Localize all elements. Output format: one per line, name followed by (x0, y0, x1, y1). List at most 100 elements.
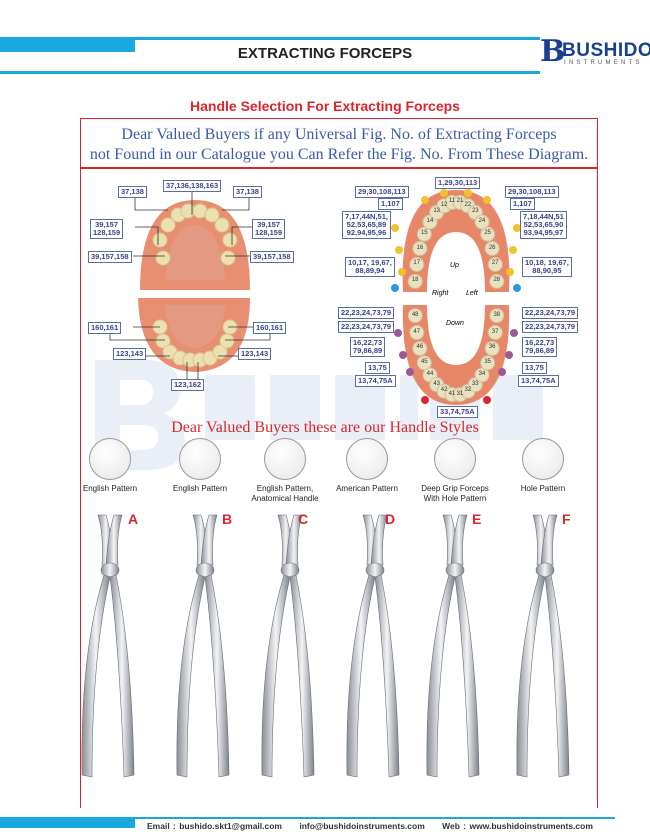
handle-style-label: English Pattern (82, 484, 138, 493)
fig-label: 160,161 (253, 322, 287, 334)
indicator-dot (483, 396, 491, 404)
section-title: Handle Selection For Extracting Forceps (190, 98, 460, 114)
fig-label: 33,74,75A (437, 406, 478, 418)
tooth (212, 344, 228, 360)
tooth-number: 48 (411, 311, 419, 318)
handle-style-american: American Pattern (322, 438, 412, 494)
forceps-label-e: E (472, 511, 482, 527)
indicator-dot (483, 196, 491, 204)
tooth (412, 340, 428, 356)
fig-label: 16,22,73 79,86,89 (522, 337, 558, 357)
indicator-dot (395, 246, 403, 254)
tooth-number: 26 (488, 244, 496, 251)
tooth (489, 273, 505, 289)
tooth-number: 33 (471, 380, 479, 387)
handle-style-label: English Pattern (172, 484, 228, 493)
tooth-number: 35 (484, 358, 492, 365)
tooth-number: 36 (488, 344, 496, 351)
tooth (487, 325, 503, 341)
header-line-top (0, 37, 540, 40)
tooth-number: 34 (478, 371, 486, 378)
direction-up: Up (450, 262, 459, 269)
fig-label: 37,138 (118, 186, 147, 198)
forceps-c (261, 514, 315, 778)
fig-label: 39,157,158 (88, 251, 132, 263)
fig-label: 13,74,75A (518, 375, 559, 387)
indicator-dot (398, 268, 406, 276)
fig-label: 123,162 (171, 379, 205, 391)
brand-logo: B BUSHIDO INSTRUMENTS (540, 34, 650, 70)
fig-label: 16,22,73 79,86,89 (350, 337, 386, 357)
notice-line: not Found in our Catalogue you Can Refer… (89, 146, 589, 163)
handle-style-image (522, 438, 564, 480)
tooth-number: 37 (491, 328, 499, 335)
fig-label: 160,161 (88, 322, 122, 334)
tooth-number: 44 (426, 371, 434, 378)
tooth-number: 23 (471, 208, 479, 215)
fig-label: 22,23,24,73,79 (338, 321, 395, 333)
handle-style-english-1: English Pattern (65, 438, 155, 494)
indicator-dot (399, 351, 407, 359)
indicator-dot (506, 268, 514, 276)
logo-name: BUSHIDO (562, 40, 650, 61)
handle-style-deep-grip: Deep Grip Forceps With Hole Pattern (410, 438, 500, 504)
fig-label: 123,143 (113, 348, 147, 360)
forceps-a (81, 514, 135, 778)
page-title: EXTRACTING FORCEPS (237, 45, 413, 62)
direction-right: Right (432, 290, 449, 297)
fig-label: 1,29,30,113 (435, 177, 481, 189)
direction-left: Left (466, 290, 478, 297)
logo-subtitle: INSTRUMENTS (564, 60, 643, 66)
forceps-images (81, 514, 570, 778)
tooth-number: 11 (448, 198, 456, 205)
footer-contact: Email : bushido.skt1@gmail.com info@bush… (147, 821, 607, 831)
tooth (407, 273, 423, 289)
forceps-label-b: B (222, 511, 233, 527)
handle-style-hole: Hole Pattern (498, 438, 588, 494)
direction-down: Down (446, 320, 464, 327)
tooth (412, 241, 428, 257)
teeth-diagrams (109, 189, 521, 405)
tooth-number: 22 (464, 201, 472, 208)
notice-text: Dear Valued Buyers if any Universal Fig.… (82, 125, 596, 165)
footer-accent-bar (0, 817, 135, 828)
tooth (409, 325, 425, 341)
tooth (155, 333, 171, 349)
tooth-number: 14 (426, 217, 434, 224)
tooth-number: 38 (493, 311, 501, 318)
fig-label: 39,157,158 (250, 251, 294, 263)
fig-label: 39,157 128,159 (252, 219, 286, 239)
handle-style-label: American Pattern (336, 484, 398, 493)
forceps-label-c: C (298, 511, 309, 527)
logo-letter: B (540, 34, 566, 69)
footer-website[interactable]: Web : www.bushidoinstruments.com (442, 821, 593, 831)
fig-label: 37,138 (233, 186, 262, 198)
notice-line: Dear Valued Buyers if any Universal Fig.… (121, 126, 557, 143)
tooth (152, 232, 168, 248)
handle-style-image (264, 438, 306, 480)
tooth (474, 367, 490, 383)
tooth-number: 31 (456, 390, 464, 397)
indicator-dot (406, 368, 414, 376)
handle-styles-title: Dear Valued Buyers these are our Handle … (171, 419, 479, 436)
tooth (214, 217, 230, 233)
tooth-number: 13 (433, 208, 441, 215)
forceps-d (346, 514, 400, 778)
tooth (407, 308, 423, 324)
handle-style-image (434, 438, 476, 480)
footer-info-email[interactable]: info@bushidoinstruments.com (299, 821, 425, 831)
fig-label: 22,23,24,73,79 (522, 321, 579, 333)
handle-style-image (346, 438, 388, 480)
tooth (489, 308, 505, 324)
tooth (474, 214, 490, 230)
footer-email[interactable]: Email : bushido.skt1@gmail.com (147, 821, 282, 831)
leader-lines (109, 192, 271, 380)
indicator-dot (421, 396, 429, 404)
tooth-number: 16 (416, 244, 424, 251)
content-frame (80, 118, 598, 808)
handle-style-image (89, 438, 131, 480)
fig-label: 123,143 (238, 348, 272, 360)
indicator-dot (440, 189, 448, 197)
handle-style-label: English Pattern, Anatomical Handle (251, 484, 319, 503)
fig-label: 22,23,24,73,79 (338, 307, 395, 319)
